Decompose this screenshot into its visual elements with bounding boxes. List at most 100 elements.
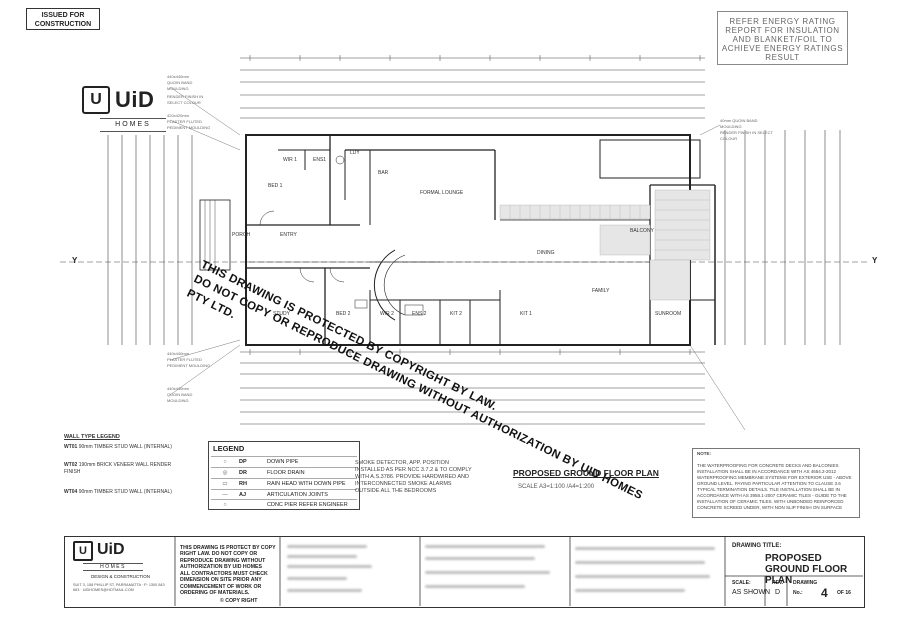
- room-sunroom: SUNROOM: [655, 311, 682, 317]
- articulation-joint-symbol-icon: —: [222, 492, 228, 498]
- energy-line-3: AND BLANKET/FOIL TO: [732, 35, 833, 44]
- energy-line-4: ACHIEVE ENERGY RATINGS: [721, 44, 844, 53]
- logo-mark-icon: U: [82, 86, 110, 114]
- legend-code: RH: [239, 481, 247, 487]
- logo-name: UiD: [97, 541, 125, 558]
- room-wir2: WIR 2: [380, 311, 394, 317]
- wall-type-code: WT04: [64, 489, 78, 495]
- redacted-line: [287, 589, 362, 592]
- pier-symbol-icon: ○: [223, 502, 227, 508]
- rev-label: REV.: [772, 580, 784, 586]
- legend-row: ◎ DR FLOOR DRAIN: [211, 467, 357, 479]
- svg-text:440x440mm: 440x440mm: [167, 74, 190, 79]
- copyright-notice: THIS DRAWING IS PROTECT BY COPY RIGHT LA…: [180, 545, 276, 570]
- contractor-notice: ALL CONTRACTORS MUST CHECK DIMENSION ON …: [180, 571, 268, 596]
- energy-rating-note: REFER ENERGY RATING REPORT FOR INSULATIO…: [717, 11, 848, 65]
- scale-label: SCALE:: [732, 580, 751, 586]
- plan-title: PROPOSED GROUND FLOOR PLAN: [513, 468, 659, 478]
- drawing-total: OF 16: [837, 590, 851, 596]
- wall-type-title: WALL TYPE LEGEND: [64, 434, 120, 440]
- svg-text:440x440mm: 440x440mm: [167, 386, 190, 391]
- company-address: SUIT 3, 158 PHILLIP ST, PARRAMATTA · P: …: [73, 583, 165, 592]
- legend-row: ▭ RH RAIN HEAD WITH DOWN PIPE: [211, 478, 357, 490]
- svg-text:420x420mm: 420x420mm: [167, 113, 190, 118]
- svg-text:PEDIMENT MOULDING: PEDIMENT MOULDING: [167, 363, 210, 368]
- issued-for-construction-stamp: ISSUED FOR CONSTRUCTION: [26, 8, 100, 30]
- svg-text:PLASTER FLUTED: PLASTER FLUTED: [167, 357, 202, 362]
- legend-desc: CDNC PIER REFER ENGINEER: [267, 502, 348, 508]
- copyright-mark: © COPY RIGHT: [220, 598, 258, 604]
- stamp-text: ISSUED FOR CONSTRUCTION: [34, 12, 92, 28]
- legend-title: LEGEND: [213, 444, 245, 453]
- room-ens1: ENS1: [313, 157, 327, 163]
- svg-text:RENDER FINISH IN SELECT: RENDER FINISH IN SELECT: [720, 130, 773, 135]
- room-ens2: ENS 2: [412, 311, 427, 317]
- waterproofing-notes: NOTE: THE WATERPROOFING FOR CONCRETE DEC…: [692, 448, 860, 518]
- wall-type-item: WT04 90mm TIMBER STUD WALL (INTERNAL): [64, 489, 184, 496]
- wall-type-text: 190mm BRICK VENEER WALL RENDER FINISH: [64, 462, 172, 475]
- redacted-line: [287, 545, 367, 548]
- wall-type-item: WT02 190mm BRICK VENEER WALL RENDER FINI…: [64, 462, 184, 475]
- wall-type-legend: WALL TYPE LEGEND WT01 90mm TIMBER STUD W…: [64, 434, 184, 496]
- room-family: FAMILY: [592, 288, 610, 294]
- legend-code: AJ: [239, 492, 247, 498]
- svg-text:PEDIMENT MOULDING: PEDIMENT MOULDING: [167, 125, 210, 130]
- svg-text:MOULDING: MOULDING: [720, 124, 742, 129]
- scale-note: SCALE A3=1:100 /A4=1:200: [518, 484, 595, 490]
- notes-title: NOTE:: [697, 451, 711, 456]
- legend-desc: ARTICULATION JOINTS: [267, 492, 328, 498]
- legend-desc: FLOOR DRAIN: [267, 470, 305, 476]
- room-bed2: BED 2: [336, 311, 351, 317]
- room-porch: PORCH: [232, 232, 251, 238]
- legend-desc: RAIN HEAD WITH DOWN PIPE: [267, 481, 346, 487]
- logo-tagline: DESIGN & CONSTRUCTION: [90, 574, 150, 579]
- drawing-number: 4: [821, 586, 828, 600]
- axis-marker-left: Y: [72, 256, 78, 265]
- rev-value: D: [775, 589, 781, 596]
- room-wir1: WIR 1: [283, 157, 297, 163]
- rain-head-symbol-icon: ▭: [222, 481, 228, 487]
- svg-text:MOULDING: MOULDING: [167, 398, 189, 403]
- room-balcony: BALCONY: [630, 228, 654, 234]
- legend-desc: DOWN PIPE: [267, 459, 299, 465]
- drawing-title-label: DRAWING TITLE:: [732, 543, 782, 549]
- svg-text:440x440mm: 440x440mm: [167, 351, 190, 356]
- redacted-line: [287, 555, 357, 558]
- legend-row: — AJ ARTICULATION JOINTS: [211, 489, 357, 501]
- logo-mark-icon: U: [73, 541, 93, 561]
- no-label: No.:: [793, 590, 803, 596]
- logo-name: UiD: [115, 87, 155, 112]
- room-bed1: BED 1: [268, 183, 283, 189]
- notes-text: THE WATERPROOFING FOR CONCRETE DECKS AND…: [697, 463, 852, 510]
- redacted-line: [425, 557, 535, 560]
- wall-type-code: WT01: [64, 443, 78, 450]
- redacted-line: [575, 589, 685, 592]
- wall-type-text: 90mm TIMBER STUD WALL (INTERNAL): [78, 489, 172, 495]
- smoke-detector-note: SMOKE DETECTOR, APP. POSITION INSTALLED …: [355, 460, 472, 494]
- floor-drain-symbol-icon: ◎: [222, 470, 228, 476]
- energy-line-5: RESULT: [765, 53, 800, 62]
- drawing-label: DRAWING: [793, 580, 818, 586]
- legend-table: LEGEND ○ DP DOWN PIPE ◎ DR FLOOR DRAIN ▭…: [208, 441, 360, 510]
- svg-text:MOULDING: MOULDING: [167, 86, 189, 91]
- svg-text:COLOUR: COLOUR: [720, 136, 737, 141]
- energy-line-2: REPORT FOR INSULATION: [725, 26, 840, 35]
- axis-marker-right: Y: [872, 256, 878, 265]
- redacted-line: [287, 577, 347, 580]
- scale-value: AS SHOWN: [732, 589, 771, 596]
- redacted-line: [425, 585, 525, 588]
- room-ldy: LDY: [350, 150, 360, 156]
- svg-text:QUOIN BAND: QUOIN BAND: [167, 392, 192, 397]
- redacted-line: [575, 561, 705, 564]
- logo-sub: HOMES: [100, 118, 166, 132]
- room-dining: DINING: [537, 250, 555, 256]
- legend-code: DR: [239, 470, 247, 476]
- drawing-title-line-1: PROPOSED: [765, 553, 822, 564]
- room-entry: ENTRY: [280, 232, 297, 238]
- redacted-line: [575, 547, 715, 550]
- room-kit2: KIT 2: [450, 311, 462, 317]
- svg-text:40mm QUOIN BAND: 40mm QUOIN BAND: [720, 118, 758, 123]
- downpipe-symbol-icon: ○: [223, 459, 227, 465]
- energy-line-1: REFER ENERGY RATING: [729, 17, 836, 26]
- uid-homes-logo: U UiD HOMES: [82, 86, 166, 132]
